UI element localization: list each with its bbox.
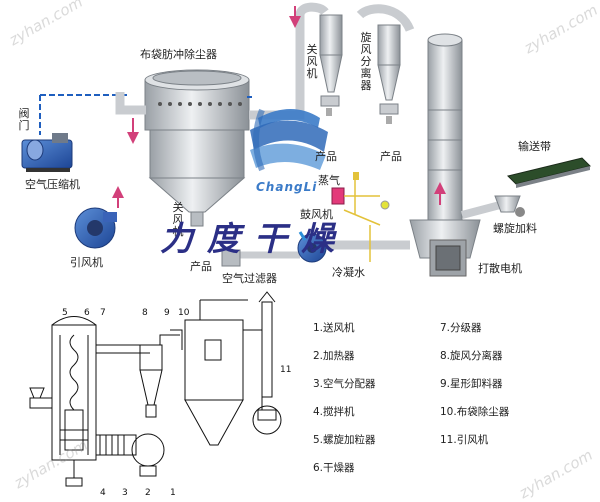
legend-item: 5.螺旋加粒器 bbox=[313, 434, 376, 446]
callout-9: 9 bbox=[164, 308, 170, 318]
steam-heater bbox=[331, 172, 390, 262]
callout-1: 1 bbox=[170, 488, 176, 498]
conveyor-belt bbox=[507, 157, 591, 188]
cyclone-1 bbox=[319, 14, 343, 116]
callout-3: 3 bbox=[122, 488, 128, 498]
label-closing-fan-mid: 关风机 bbox=[172, 201, 184, 238]
legend-item: 10.布袋除尘器 bbox=[440, 406, 510, 418]
label-bag-filter: 布袋肪冲除尘器 bbox=[140, 48, 217, 61]
legend-item: 9.星形卸料器 bbox=[440, 378, 503, 390]
label-air-compressor: 空气压缩机 bbox=[25, 178, 80, 191]
air-compressor bbox=[21, 133, 73, 172]
callout-4: 4 bbox=[100, 488, 106, 498]
logo-text: ChangLi bbox=[256, 180, 318, 194]
label-air-filter: 空气过滤器 bbox=[222, 272, 277, 285]
legend-item: 11.引风机 bbox=[440, 434, 489, 446]
callout-6: 6 bbox=[84, 308, 90, 318]
blower bbox=[297, 233, 327, 263]
compressed-air-line bbox=[39, 94, 128, 135]
label-closing-fan-top: 关风机 bbox=[306, 43, 318, 80]
changli-logo-icon bbox=[250, 108, 328, 172]
label-induced-fan: 引风机 bbox=[70, 256, 103, 269]
cyclone-2 bbox=[377, 24, 401, 124]
flash-dryer-column bbox=[409, 33, 481, 277]
callout-10: 10 bbox=[178, 308, 190, 318]
screw-feeder bbox=[460, 195, 525, 219]
legend-item: 4.搅拌机 bbox=[313, 406, 355, 418]
induced-fan bbox=[74, 186, 124, 249]
callout-2: 2 bbox=[145, 488, 151, 498]
brand-name: 力度干燥 bbox=[160, 219, 348, 258]
label-break-motor: 打散电机 bbox=[478, 262, 522, 275]
callout-11: 11 bbox=[280, 365, 292, 375]
schematic-drawing bbox=[29, 291, 282, 487]
label-steam: 蒸气 bbox=[318, 174, 340, 187]
legend-item: 6.干燥器 bbox=[313, 462, 355, 474]
label-cooling-water: 冷凝水 bbox=[332, 266, 365, 279]
legend-item: 8.旋风分离器 bbox=[440, 350, 503, 362]
label-product-3: 产品 bbox=[190, 260, 212, 273]
inlet-duct bbox=[115, 92, 146, 144]
callout-7: 7 bbox=[100, 308, 106, 318]
legend-item: 3.空气分配器 bbox=[313, 378, 376, 390]
label-product-1: 产品 bbox=[315, 150, 337, 163]
label-cyclone: 旋风分离器 bbox=[360, 31, 372, 92]
callout-8: 8 bbox=[142, 308, 148, 318]
label-screw-feed: 螺旋加料 bbox=[493, 222, 537, 235]
label-product-2: 产品 bbox=[380, 150, 402, 163]
legend-item: 7.分级器 bbox=[440, 322, 482, 334]
callout-5: 5 bbox=[62, 308, 68, 318]
legend-item: 1.送风机 bbox=[313, 322, 355, 334]
label-blower: 鼓风机 bbox=[300, 208, 333, 221]
legend-item: 2.加热器 bbox=[313, 350, 355, 362]
label-valve: 阀门 bbox=[18, 107, 30, 132]
bag-filter-unit bbox=[144, 69, 252, 227]
label-conveyor-belt: 输送带 bbox=[518, 140, 551, 153]
